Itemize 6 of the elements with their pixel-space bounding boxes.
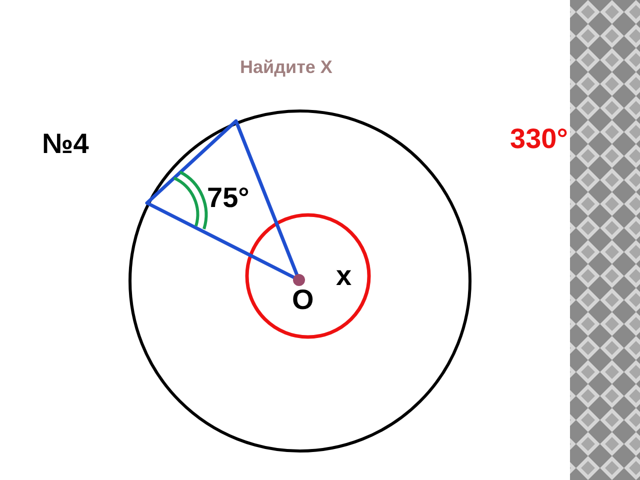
unknown-label: x	[336, 262, 352, 290]
point-label: O	[292, 286, 314, 314]
angle-label: 330°	[510, 125, 568, 153]
title: Найдите Х	[240, 56, 332, 79]
problem-number: №4	[42, 130, 89, 158]
angle-label: 75°	[207, 184, 250, 212]
